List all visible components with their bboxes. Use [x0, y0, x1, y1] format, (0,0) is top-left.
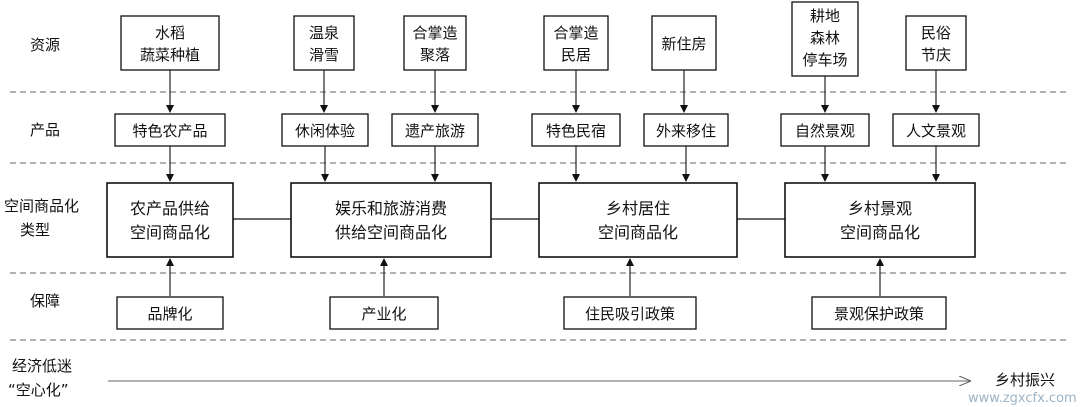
type-living-line1: 乡村居住 [606, 199, 670, 218]
product-leisure-label: 休闲体验 [295, 122, 355, 140]
guarantee-brand-label: 品牌化 [147, 305, 192, 323]
guarantee-landscape-box: 景观保护政策 [811, 296, 947, 330]
type-landscape-line1: 乡村景观 [848, 199, 912, 218]
resource-land-box: 耕地 森林 停车场 [791, 1, 859, 77]
product-homestay-label: 特色民宿 [546, 122, 606, 140]
type-entertainment-box: 娱乐和旅游消费 供给空间商品化 [290, 182, 492, 258]
resource-land-line1: 耕地 [810, 7, 840, 25]
type-landscape-box: 乡村景观 空间商品化 [784, 182, 976, 258]
product-natural-box: 自然景观 [780, 113, 870, 147]
resource-folk-box: 民俗 节庆 [905, 15, 967, 71]
guarantee-industry-box: 产业化 [329, 296, 439, 330]
resource-folk-line1: 民俗 [921, 24, 951, 42]
row-label-resource: 资源 [30, 36, 60, 54]
axis-end-label: 乡村振兴 [995, 371, 1055, 389]
guarantee-resident-label: 住民吸引政策 [585, 305, 675, 323]
resource-gassho-village-line1: 合掌造 [412, 24, 457, 42]
resource-hotspring-box: 温泉 滑雪 [293, 15, 355, 71]
product-cultural-box: 人文景观 [892, 113, 980, 147]
product-natural-label: 自然景观 [795, 122, 855, 140]
type-agri-line1: 农产品供给 [130, 199, 210, 218]
type-agri-line2: 空间商品化 [130, 223, 210, 242]
product-migration-box: 外来移住 [643, 113, 729, 147]
guarantee-landscape-label: 景观保护政策 [834, 305, 924, 323]
resource-hotspring-line2: 滑雪 [309, 46, 339, 64]
resource-gassho-village-box: 合掌造 聚落 [403, 15, 467, 71]
resource-gassho-village-line2: 聚落 [420, 46, 450, 64]
watermark: www.zgxcfx.com [968, 391, 1077, 406]
product-agri-box: 特色农产品 [114, 113, 226, 147]
resource-land-line3: 停车场 [802, 51, 847, 69]
row-label-product: 产品 [30, 121, 60, 139]
resource-land-line2: 森林 [810, 29, 840, 47]
resource-hotspring-line1: 温泉 [309, 24, 339, 42]
type-agri-box: 农产品供给 空间商品化 [106, 182, 234, 258]
guarantee-resident-box: 住民吸引政策 [563, 296, 697, 330]
product-heritage-label: 遗产旅游 [405, 122, 465, 140]
type-ent-line2: 供给空间商品化 [335, 223, 447, 242]
product-migration-label: 外来移住 [656, 122, 716, 140]
axis-start-line1: 经济低迷 [12, 357, 72, 375]
resource-rice-box: 水稻 蔬菜种植 [120, 15, 220, 71]
type-ent-line1: 娱乐和旅游消费 [335, 199, 447, 218]
guarantee-industry-label: 产业化 [361, 305, 406, 323]
resource-gassho-house-line1: 合掌造 [553, 24, 598, 42]
type-landscape-line2: 空间商品化 [840, 223, 920, 242]
resource-rice-line1: 水稻 [155, 24, 185, 42]
row-label-guarantee: 保障 [30, 292, 60, 310]
product-agri-label: 特色农产品 [132, 122, 207, 140]
product-homestay-box: 特色民宿 [531, 113, 621, 147]
resource-gassho-house-box: 合掌造 民居 [543, 15, 609, 71]
row-label-type-line2: 类型 [20, 221, 50, 239]
axis-start-line2: “空心化” [8, 381, 69, 399]
guarantee-brand-box: 品牌化 [116, 296, 224, 330]
type-living-line2: 空间商品化 [598, 223, 678, 242]
type-living-box: 乡村居住 空间商品化 [538, 182, 738, 258]
resource-rice-line2: 蔬菜种植 [140, 46, 200, 64]
product-heritage-box: 遗产旅游 [391, 113, 479, 147]
row-label-type-line1: 空间商品化 [4, 197, 79, 215]
resource-folk-line2: 节庆 [921, 46, 951, 64]
resource-new-house-box: 新住房 [651, 15, 717, 71]
product-cultural-label: 人文景观 [906, 122, 966, 140]
resource-gassho-house-line2: 民居 [561, 46, 591, 64]
resource-new-house-label: 新住房 [661, 35, 706, 53]
product-leisure-box: 休闲体验 [281, 113, 369, 147]
